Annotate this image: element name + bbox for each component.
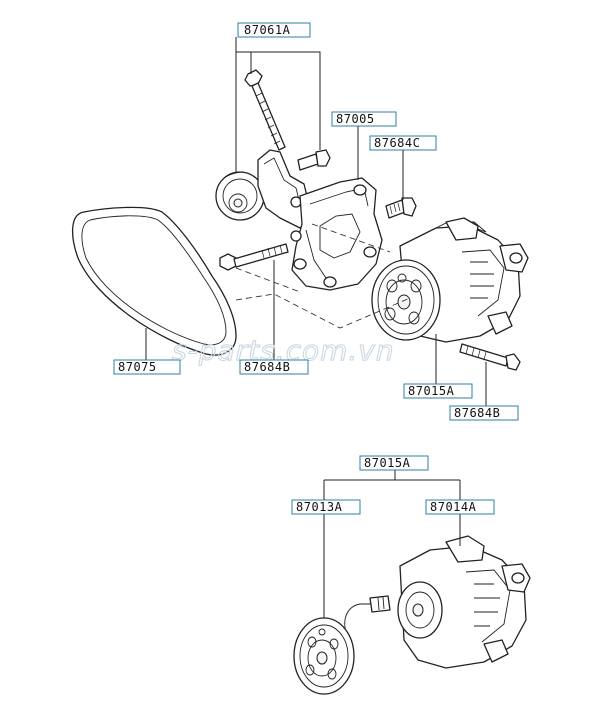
callout-87015a-top-text: 87015A [408, 384, 455, 398]
callout-87015a-bottom: 87015A [359, 455, 429, 471]
callout-87684b-right-text: 87684B [454, 406, 500, 420]
callout-87015a-top: 87015A [403, 383, 473, 399]
compressor-body-bottom [397, 535, 531, 669]
callout-87684c: 87684C [369, 135, 437, 151]
callout-87075-text: 87075 [118, 360, 157, 374]
callout-87013a: 87013A [291, 499, 361, 515]
clutch-assembly-bottom [293, 617, 355, 695]
callout-87015a-bottom-text: 87015A [364, 456, 411, 470]
bracket-bolt-c [385, 197, 417, 219]
callout-87684b-left-text: 87684B [244, 360, 290, 374]
idler-pulley [215, 171, 265, 221]
callout-87061a-text: 87061A [244, 23, 291, 37]
compressor-bolt-right [459, 343, 521, 371]
bracket-bolt-short [297, 149, 331, 171]
alignment-dashed-lines [235, 223, 411, 329]
callout-87005-text: 87005 [336, 112, 375, 126]
leader-lines [145, 37, 487, 618]
drive-belt [72, 206, 237, 356]
adjusting-bolt-long [244, 69, 286, 151]
callout-87005: 87005 [331, 111, 397, 127]
callout-87075: 87075 [113, 359, 181, 375]
compressor-mounting-bracket [290, 177, 383, 291]
callout-87684b-left: 87684B [239, 359, 309, 375]
clutch-wire-connector [344, 595, 391, 633]
callout-87014a: 87014A [425, 499, 495, 515]
callout-87013a-text: 87013A [296, 500, 343, 514]
callout-87061a: 87061A [237, 22, 311, 38]
callout-87684b-right: 87684B [449, 405, 519, 421]
compressor-assembly-top [371, 217, 529, 343]
through-bolt-left [219, 243, 289, 271]
callout-87014a-text: 87014A [430, 500, 477, 514]
callout-87684c-text: 87684C [374, 136, 420, 150]
